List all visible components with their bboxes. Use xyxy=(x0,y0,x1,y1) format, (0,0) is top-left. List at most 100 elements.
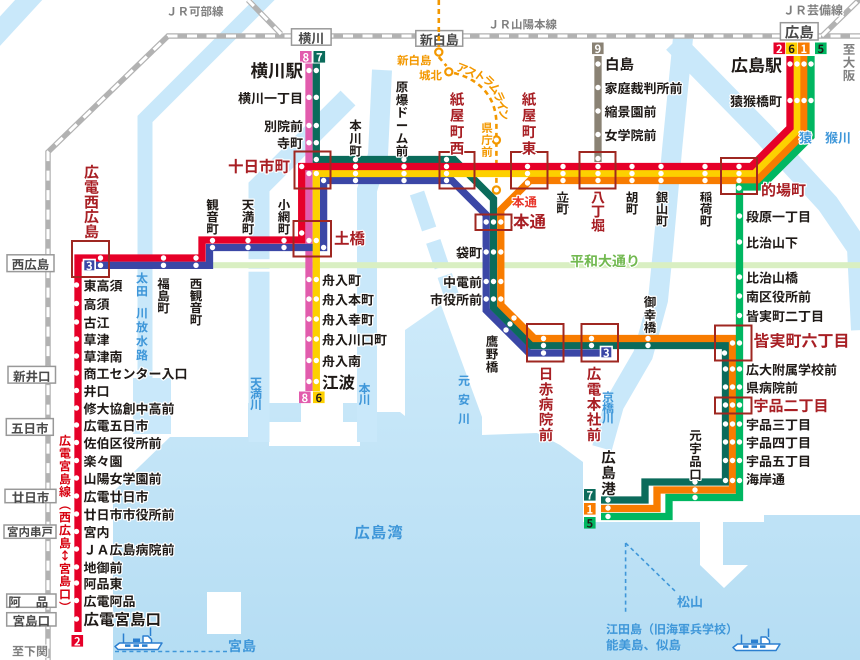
svg-text:井口: 井口 xyxy=(84,381,110,400)
svg-text:電: 電 xyxy=(59,445,71,462)
svg-text:橋: 橋 xyxy=(644,317,657,336)
svg-text:草津: 草津 xyxy=(84,330,110,349)
svg-text:1: 1 xyxy=(586,501,593,517)
svg-text:市役所前: 市役所前 xyxy=(430,290,482,309)
svg-text:日: 日 xyxy=(539,363,554,384)
svg-text:町: 町 xyxy=(242,219,255,238)
svg-text:島: 島 xyxy=(84,221,99,242)
svg-text:品: 品 xyxy=(689,451,702,470)
svg-text:至: 至 xyxy=(843,39,856,58)
svg-text:天: 天 xyxy=(250,374,262,391)
svg-text:宇: 宇 xyxy=(689,438,702,457)
svg-text:海岸通: 海岸通 xyxy=(746,469,785,488)
svg-text:猿 猴川: 猿 猴川 xyxy=(799,128,851,147)
svg-text:県病院前: 県病院前 xyxy=(746,378,798,397)
svg-text:島: 島 xyxy=(601,462,616,483)
svg-text:町: 町 xyxy=(522,121,537,142)
svg-text:高須: 高須 xyxy=(84,294,110,313)
svg-text:十日市町: 十日市町 xyxy=(228,155,291,177)
svg-text:川: 川 xyxy=(250,396,262,413)
svg-text:町: 町 xyxy=(700,211,713,230)
svg-text:的場町: 的場町 xyxy=(761,180,806,201)
svg-text:︵: ︵ xyxy=(59,496,71,513)
svg-text:土橋: 土橋 xyxy=(334,227,366,249)
svg-text:本: 本 xyxy=(358,380,370,397)
svg-text:6: 6 xyxy=(788,41,795,57)
svg-text:ＪＲ山陽本線: ＪＲ山陽本線 xyxy=(488,17,557,33)
svg-text:広島駅: 広島駅 xyxy=(731,52,782,77)
svg-text:8: 8 xyxy=(302,49,309,65)
svg-text:安: 安 xyxy=(458,391,470,408)
svg-text:大: 大 xyxy=(843,52,856,71)
svg-text:ＪＲ芸備線: ＪＲ芸備線 xyxy=(783,2,843,19)
svg-text:広電宮島口: 広電宮島口 xyxy=(84,608,162,630)
svg-text:5: 5 xyxy=(586,515,593,531)
svg-text:町: 町 xyxy=(556,199,569,218)
svg-text:楽々園: 楽々園 xyxy=(84,451,123,470)
svg-text:古江: 古江 xyxy=(84,313,110,332)
svg-text:宇品三丁目: 宇品三丁目 xyxy=(746,415,811,434)
svg-text:原: 原 xyxy=(396,77,409,96)
svg-text:商工センター入口: 商工センター入口 xyxy=(84,364,188,383)
svg-text:阿品東: 阿品東 xyxy=(84,574,123,593)
svg-text:本: 本 xyxy=(587,394,602,415)
svg-text:音: 音 xyxy=(206,207,219,226)
svg-text:胡: 胡 xyxy=(626,187,639,206)
svg-text:比治山橋: 比治山橋 xyxy=(746,268,798,287)
svg-text:広: 広 xyxy=(587,363,602,384)
svg-text:立: 立 xyxy=(556,187,569,206)
svg-text:本通: 本通 xyxy=(513,209,547,233)
svg-text:3: 3 xyxy=(86,258,93,274)
svg-text:前: 前 xyxy=(396,141,409,160)
svg-text:↕: ↕ xyxy=(59,547,71,564)
svg-text:女学院前: 女学院前 xyxy=(605,125,657,144)
svg-text:至下関: 至下関 xyxy=(12,643,48,660)
svg-text:島: 島 xyxy=(157,286,170,305)
svg-text:舟入幸町: 舟入幸町 xyxy=(322,310,374,329)
svg-text:前: 前 xyxy=(539,424,554,445)
svg-text:広大附属学校前: 広大附属学校前 xyxy=(746,360,837,379)
svg-text:宮内串戸: 宮内串戸 xyxy=(7,524,53,540)
svg-text:3: 3 xyxy=(603,345,610,361)
svg-text:広島湾: 広島湾 xyxy=(354,521,404,543)
svg-text:西: 西 xyxy=(59,509,71,526)
svg-text:縮景園前: 縮景園前 xyxy=(605,102,657,121)
svg-text:5: 5 xyxy=(817,41,824,57)
svg-text:8: 8 xyxy=(301,390,308,406)
svg-text:御: 御 xyxy=(644,292,657,311)
svg-text:放: 放 xyxy=(136,319,148,336)
svg-text:2: 2 xyxy=(74,633,81,649)
svg-text:段原一丁目: 段原一丁目 xyxy=(746,207,811,226)
svg-text:路: 路 xyxy=(136,347,148,364)
svg-text:横川駅: 横川駅 xyxy=(251,58,304,83)
svg-text:白島: 白島 xyxy=(605,54,634,75)
svg-text:皆実町六丁目: 皆実町六丁目 xyxy=(754,328,850,352)
svg-text:川: 川 xyxy=(358,391,370,408)
svg-text:宇品五丁目: 宇品五丁目 xyxy=(746,451,811,470)
svg-text:家庭裁判所前: 家庭裁判所前 xyxy=(605,78,683,97)
svg-text:︶: ︶ xyxy=(59,598,71,615)
svg-text:院: 院 xyxy=(539,409,554,430)
svg-text:太: 太 xyxy=(136,270,148,287)
svg-text:広: 広 xyxy=(59,432,71,449)
svg-text:社: 社 xyxy=(587,409,602,430)
svg-text:銀: 銀 xyxy=(656,187,669,206)
svg-text:口: 口 xyxy=(59,586,71,603)
svg-text:宇品二丁目: 宇品二丁目 xyxy=(754,395,829,416)
svg-text:水: 水 xyxy=(136,333,148,350)
svg-text:江波: 江波 xyxy=(322,370,356,394)
svg-text:県: 県 xyxy=(481,120,493,136)
svg-text:7: 7 xyxy=(586,487,593,503)
svg-text:平和大通り: 平和大通り xyxy=(570,251,640,271)
svg-text:広電廿日市: 広電廿日市 xyxy=(84,487,149,506)
svg-text:1: 1 xyxy=(800,41,807,57)
svg-text:西: 西 xyxy=(84,191,99,212)
svg-text:小: 小 xyxy=(278,195,291,214)
svg-text:立: 立 xyxy=(556,192,569,211)
svg-text:幸: 幸 xyxy=(644,304,657,323)
svg-text:口: 口 xyxy=(689,464,702,483)
svg-text:ＪＲ可部線: ＪＲ可部線 xyxy=(166,4,224,20)
svg-text:2: 2 xyxy=(776,41,783,57)
svg-text:城北: 城北 xyxy=(419,68,442,84)
svg-text:草津南: 草津南 xyxy=(84,347,123,366)
